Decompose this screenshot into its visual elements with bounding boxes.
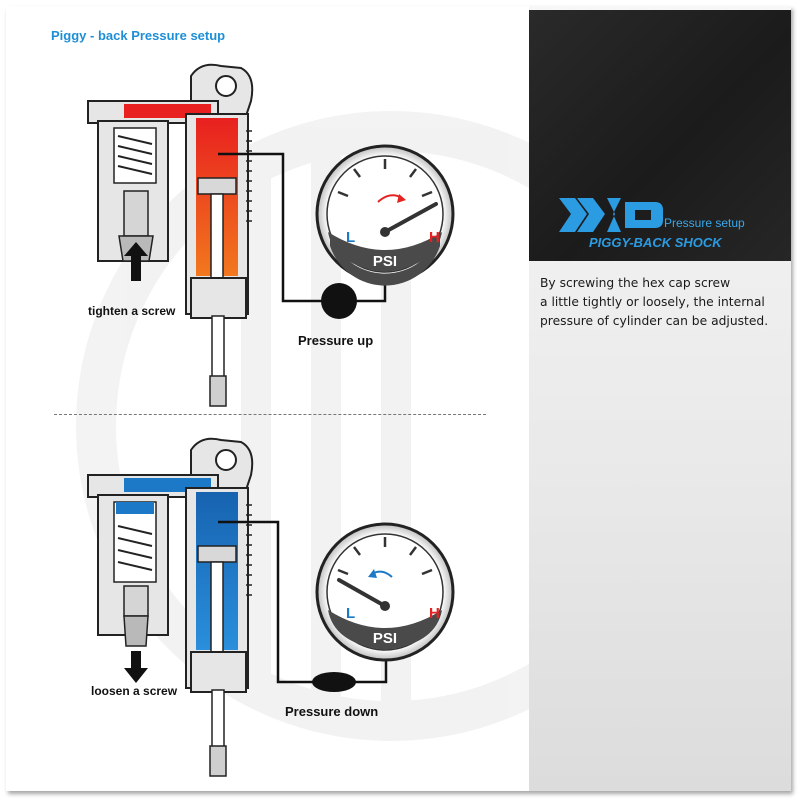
gauge-needle	[337, 578, 387, 608]
pressure-gauge-top: L H PSI	[315, 144, 455, 286]
pressure-up-label: Pressure up	[298, 333, 374, 348]
pressure-gauge-bottom: L H PSI	[315, 522, 455, 662]
gauge-unit-label: PSI	[373, 253, 397, 270]
gauge-unit-label: PSI	[373, 630, 397, 647]
description-text: By screwing the hex cap screw a little t…	[540, 274, 790, 331]
loosen-screw-label: loosen a screw	[91, 684, 178, 698]
shock-absorber-bottom	[87, 437, 388, 777]
pressure-bulb-bottom	[312, 672, 356, 692]
gauge-low-label: L	[346, 605, 355, 622]
description-line: a little tightly or loosely, the interna…	[540, 295, 765, 309]
tighten-screw-label: tighten a screw	[88, 304, 176, 318]
gauge-needle	[383, 202, 438, 234]
brand-product-name: PIGGY-BACK SHOCK	[589, 235, 722, 250]
description-line: By screwing the hex cap screw	[540, 276, 731, 290]
gauge-low-label: L	[346, 229, 355, 246]
diagram-panel: L H PSI	[6, 6, 529, 791]
shock-absorber-top	[87, 63, 387, 407]
info-panel: Pressure setup PIGGY-BACK SHOCK By screw…	[529, 6, 791, 791]
section-divider	[54, 414, 486, 415]
brand-header: Pressure setup PIGGY-BACK SHOCK	[529, 10, 791, 261]
pressure-bulb-top	[321, 283, 357, 319]
diagram-canvas: L H PSI	[76, 63, 529, 777]
brand-subtitle: Pressure setup	[664, 216, 745, 230]
pressure-down-label: Pressure down	[285, 704, 379, 719]
xd-logo-icon	[559, 198, 663, 232]
description-line: pressure of cylinder can be adjusted.	[540, 314, 769, 328]
gauge-high-label: H	[429, 229, 440, 246]
arrow-down-icon	[124, 651, 148, 683]
page-title: Piggy - back Pressure setup	[51, 28, 226, 43]
arrow-up-icon	[124, 242, 148, 281]
gauge-high-label: H	[429, 605, 440, 622]
infographic-frame: L H PSI	[6, 6, 791, 791]
